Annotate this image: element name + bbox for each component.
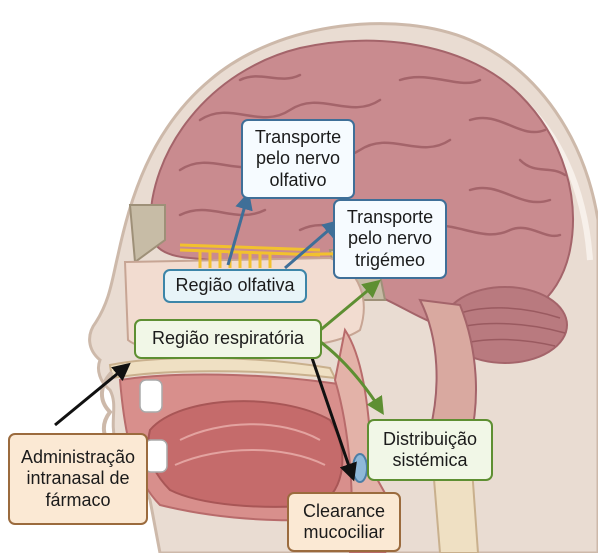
label-administracao-intranasal: Administração intranasal de fármaco (8, 433, 148, 525)
lower-teeth (145, 440, 167, 472)
epiglottis (353, 454, 367, 482)
label-transporte-trigemeo: Transporte pelo nervo trigémeo (333, 199, 447, 279)
label-transporte-olfativo: Transporte pelo nervo olfativo (241, 119, 355, 199)
label-regiao-olfativa: Região olfativa (163, 269, 307, 303)
label-clearance-mucociliar: Clearance mucociliar (287, 492, 401, 552)
label-distribuicao-sistemica: Distribuição sistémica (367, 419, 493, 481)
label-regiao-respiratoria: Região respiratória (134, 319, 322, 359)
upper-teeth (140, 380, 162, 412)
tongue (148, 401, 342, 507)
